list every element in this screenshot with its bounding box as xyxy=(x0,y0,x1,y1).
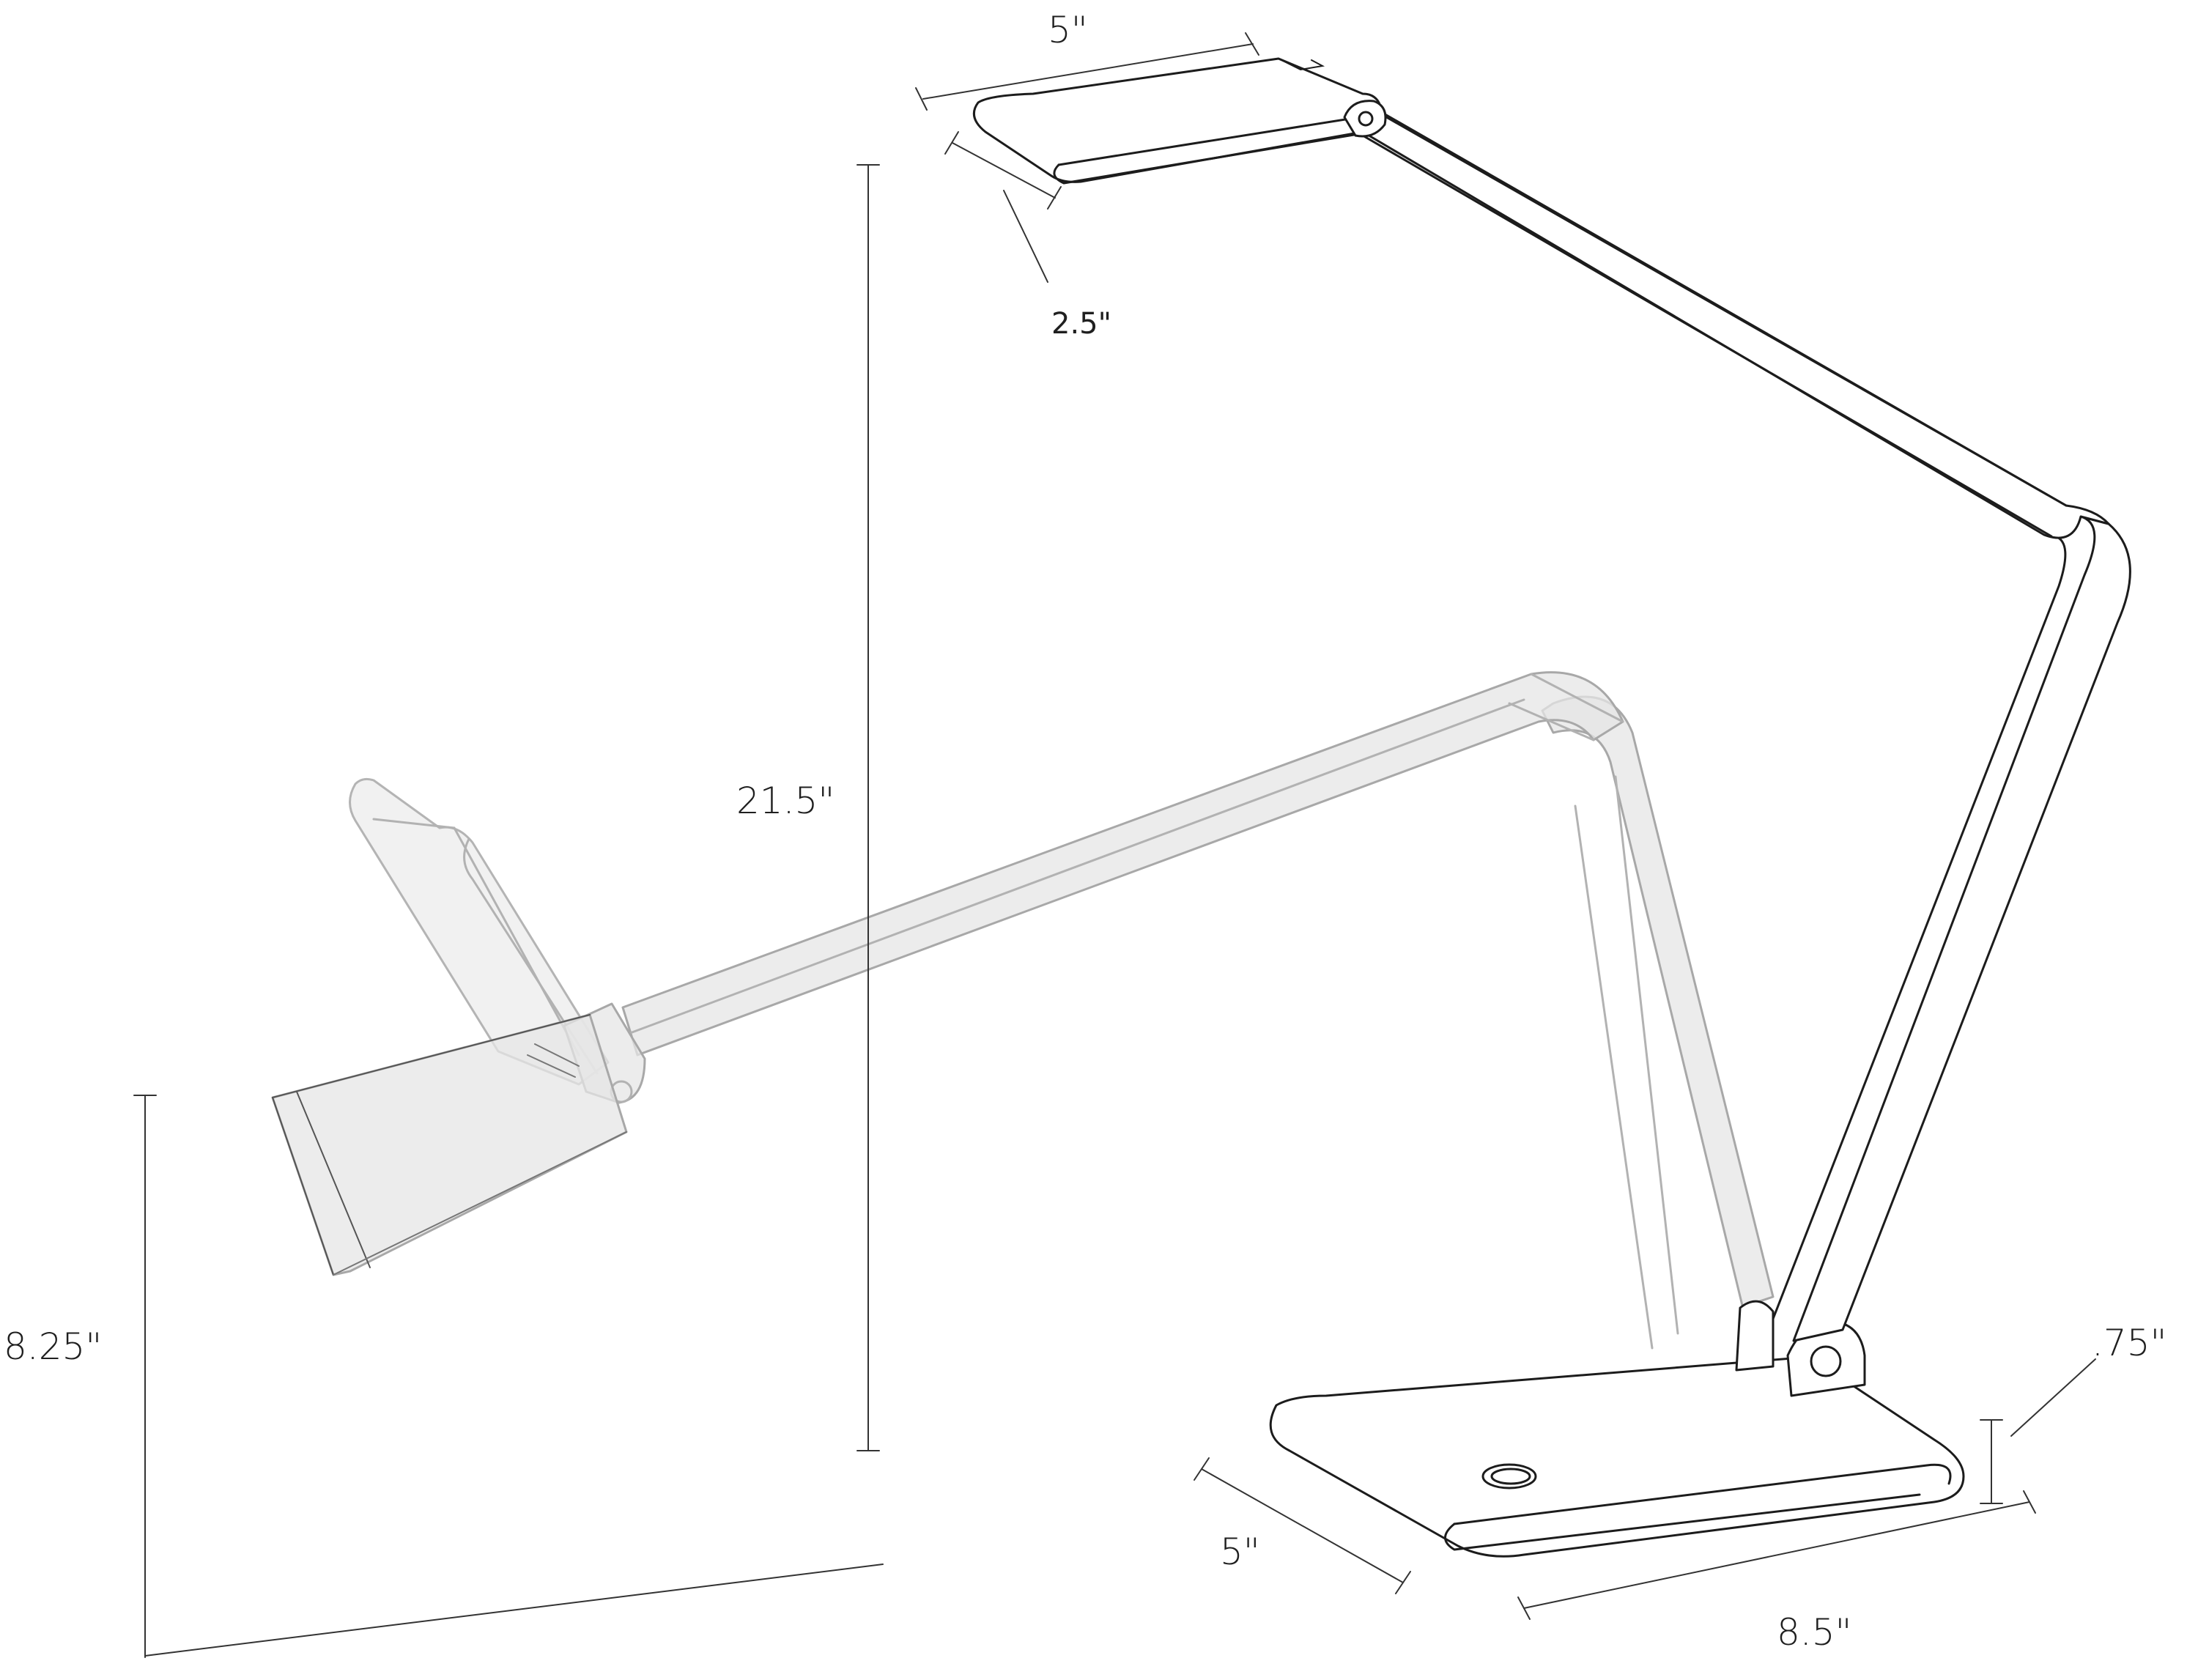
label-folded-height: 8.25" xyxy=(4,1325,102,1368)
main-lamp xyxy=(972,57,2131,1558)
base-hinge-rear xyxy=(1735,1300,1775,1372)
hinge-screw xyxy=(1810,1345,1842,1377)
ghost-upright-arm xyxy=(1541,695,1775,1313)
main-arm xyxy=(1361,108,2110,539)
label-base-length: 8.5" xyxy=(1777,1611,1852,1654)
ghost-shade-block xyxy=(271,1013,628,1276)
ghost-head-paddle xyxy=(349,777,610,1086)
label-base-depth: 5" xyxy=(1220,1531,1260,1573)
lamp-head-hinge xyxy=(1343,100,1387,138)
ghost-lamp-position xyxy=(271,671,1775,1350)
ghost-horizontal-arm xyxy=(621,671,1624,1057)
label-overall-height: 21.5" xyxy=(736,780,835,822)
lamp-base xyxy=(1269,1355,1965,1558)
label-head-length: 5" xyxy=(1048,9,1088,51)
dimension-labels: 5" 2.5" 21.5" 8.25" .75" 5" 8.5" xyxy=(4,9,2167,1654)
label-base-thickness: .75" xyxy=(2092,1322,2167,1364)
dimension-lines xyxy=(133,32,2096,1658)
upright-arm xyxy=(1792,515,2131,1342)
label-head-depth: 2.5" xyxy=(1051,307,1111,341)
